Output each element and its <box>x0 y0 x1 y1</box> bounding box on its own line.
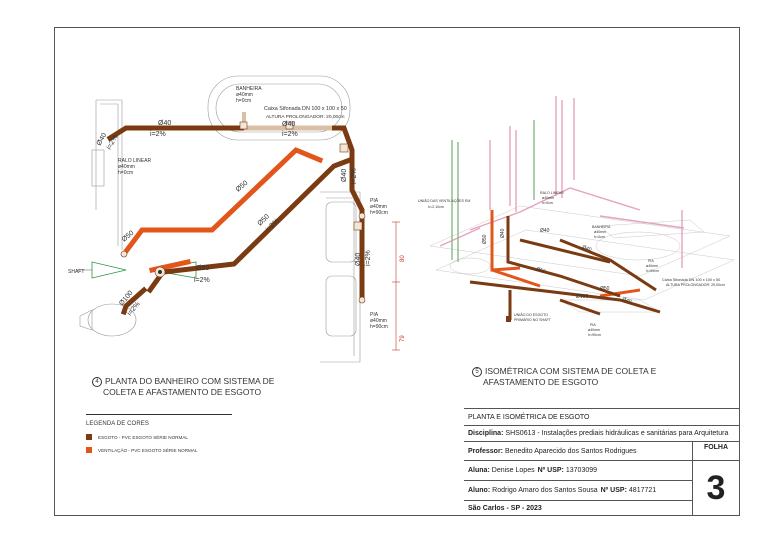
tb-professor-row: Professor: Benedito Aparecido dos Santos… <box>464 441 740 460</box>
plan-label-caixa: Caixa Sifonada DN 100 x 100 x 50 <box>264 106 347 112</box>
tb-local-row: São Carlos - SP - 2023 <box>464 500 692 516</box>
plan-label-i2-shaft: i=2% <box>194 277 210 284</box>
iso-caption-line2: AFASTAMENTO DE ESGOTO <box>483 377 599 387</box>
iso-label-uniao-esgoto: UNIÃO DO ESGOTO <box>514 312 548 317</box>
color-legend: LEGENDA DE CORES ESGOTO - PVC ESGOTO SÉR… <box>86 414 232 453</box>
iso-label-uniao-vent-h: h=2,10cm <box>428 205 444 209</box>
plan-label-pia2: PIA <box>370 312 379 318</box>
tb-folha-number: 3 <box>706 469 726 507</box>
plan-label-i2-tub: i=2% <box>282 131 298 138</box>
legend-item-ventilacao: VENTILAÇÃO - PVC ESGOTO SÉRIE NORMAL <box>86 447 232 453</box>
plan-label-altura: ALTURA PROLONGADOR: 20,00cm <box>266 114 345 120</box>
iso-caption-number: 5 <box>472 367 482 377</box>
tb-aluno: Rodrigo Amaro dos Santos Sousa <box>492 487 598 494</box>
tb-local: São Carlos - SP - 2023 <box>468 505 542 512</box>
plan-label-banheira-d: ø40mm <box>236 92 253 98</box>
iso-label-d50-b: Ø50 <box>535 266 546 275</box>
plan-label-i2-v1: i=2% <box>351 168 358 184</box>
tb-aluno-row: Aluno: Rodrigo Amaro dos Santos Sousa Nº… <box>464 480 692 500</box>
iso-label-pia2-h: h=90cm <box>588 333 601 337</box>
plan-label-d40-tub: Ø40 <box>282 121 295 128</box>
plan-label-i2-v2: i=2% <box>365 250 372 266</box>
plan-caption-number: 4 <box>92 377 102 387</box>
iso-label-raio-h: h=0cm <box>542 201 553 205</box>
iso-label-caixa: Caixa Sifonada DN 100 x 100 x 50 <box>662 278 720 282</box>
legend-label-esgoto: ESGOTO - PVC ESGOTO SÉRIE NORMAL <box>98 434 188 440</box>
legend-swatch-ventilacao <box>86 447 92 453</box>
iso-label-pia2-d: ø40mm <box>588 328 600 332</box>
tb-professor: Benedito Aparecido dos Santos Rodrigues <box>505 447 637 455</box>
plan-label-pia-h: h=90cm <box>370 210 388 216</box>
plan-label-d50-shaft: Ø50 <box>196 265 209 272</box>
tb-title-row: PLANTA E ISOMÉTRICA DE ESGOTO <box>464 408 740 425</box>
iso-label-banheira: BANHEIRA <box>592 225 611 229</box>
iso-label-d100: Ø100 <box>576 294 588 300</box>
title-block: PLANTA E ISOMÉTRICA DE ESGOTO Disciplina… <box>464 408 740 516</box>
plan-label-banheira: BANHEIRA <box>236 86 262 92</box>
iso-label-d50-a: Ø50 <box>482 234 488 244</box>
tb-folha-label: FOLHA <box>703 444 729 451</box>
plan-label-raio-d: ø40mm <box>118 164 135 170</box>
tb-professor-label: Professor: <box>468 447 504 455</box>
iso-label-d50-c: Ø50 <box>600 286 610 292</box>
plan-label-d40-v2: Ø40 <box>355 253 362 266</box>
plan-label-d40-top: Ø40 <box>158 120 171 127</box>
tb-aluna: Denise Lopes <box>491 467 535 474</box>
iso-label-d40-b: Ø40 <box>540 228 550 234</box>
iso-label-pia: PIA <box>648 259 654 263</box>
tb-aluno-label: Aluno: <box>468 487 491 494</box>
iso-label-d40-a: Ø40 <box>500 228 506 238</box>
tb-title: PLANTA E ISOMÉTRICA DE ESGOTO <box>468 413 590 421</box>
iso-label-raio-d: ø40mm <box>542 196 554 200</box>
plan-label-i2-top: i=2% <box>150 131 166 138</box>
tb-folha-rule <box>692 460 740 461</box>
tb-aluna-usp-label: Nº USP: <box>537 467 564 474</box>
iso-label-banheira-d: ø40mm <box>594 230 606 234</box>
legend-item-esgoto: ESGOTO - PVC ESGOTO SÉRIE NORMAL <box>86 434 232 440</box>
tb-disciplina: SHS0613 - Instalações prediais hidráulic… <box>505 430 729 437</box>
iso-label-pia2: PIA <box>590 323 596 327</box>
plan-label-pia-d: ø40mm <box>370 204 387 210</box>
tb-aluna-row: Aluna: Denise Lopes Nº USP: 13703099 <box>464 460 692 480</box>
iso-label-raio: RALO LINEAR <box>540 191 564 195</box>
iso-caption-line1: ISOMÉTRICA COM SISTEMA DE COLETA E <box>485 366 657 376</box>
tb-aluna-usp: 13703099 <box>565 467 598 474</box>
tb-disciplina-label: Disciplina: <box>468 430 504 437</box>
iso-label-d40-d: Ø40 <box>621 296 632 305</box>
plan-label-d40-v1: Ø40 <box>341 169 348 182</box>
plan-dim-80: 80 <box>400 255 406 262</box>
tb-aluno-usp-label: Nº USP: <box>600 487 627 494</box>
legend-title: LEGENDA DE CORES <box>86 421 149 427</box>
iso-label-uniao-esgoto2: PRIMÁRIO NO SHAFT <box>514 318 552 322</box>
plan-dim-79: 79 <box>400 335 406 342</box>
tb-aluno-usp: 4817721 <box>628 487 657 494</box>
plan-label-raio: RALO LINEAR <box>118 158 151 164</box>
tb-aluna-label: Aluna: <box>468 467 490 474</box>
legend-rule <box>86 414 232 415</box>
iso-label-d40-c: Ø40 <box>581 244 592 253</box>
plan-label-banheira-h: h=0cm <box>236 98 251 104</box>
tb-disciplina-row: Disciplina: SHS0613 - Instalações predia… <box>464 425 740 441</box>
plan-label-pia: PIA <box>370 198 379 204</box>
plan-label-shaft: SHAFT <box>68 269 84 275</box>
tb-divider <box>692 441 693 516</box>
plan-label-pia2-h: h=90cm <box>370 324 388 330</box>
plan-label-pia2-d: ø40mm <box>370 318 387 324</box>
legend-swatch-esgoto <box>86 434 92 440</box>
plan-caption-line1: PLANTA DO BANHEIRO COM SISTEMA DE <box>105 376 275 386</box>
iso-label-banheira-h: h=0cm <box>594 235 605 239</box>
sheet-frame <box>54 27 740 516</box>
legend-label-ventilacao: VENTILAÇÃO - PVC ESGOTO SÉRIE NORMAL <box>98 447 198 453</box>
plan-label-raio-h: h=0cm <box>118 170 133 176</box>
iso-label-pia-h: h=90cm <box>646 269 659 273</box>
iso-label-uniao-vent: UNIÃO DAS VENTILAÇÕES EM <box>418 198 470 203</box>
iso-label-pia-d: ø40mm <box>646 264 658 268</box>
iso-label-altura: ALTURA PROLONGADOR: 20,00cm <box>666 283 725 287</box>
plan-caption-line2: COLETA E AFASTAMENTO DE ESGOTO <box>103 387 262 397</box>
